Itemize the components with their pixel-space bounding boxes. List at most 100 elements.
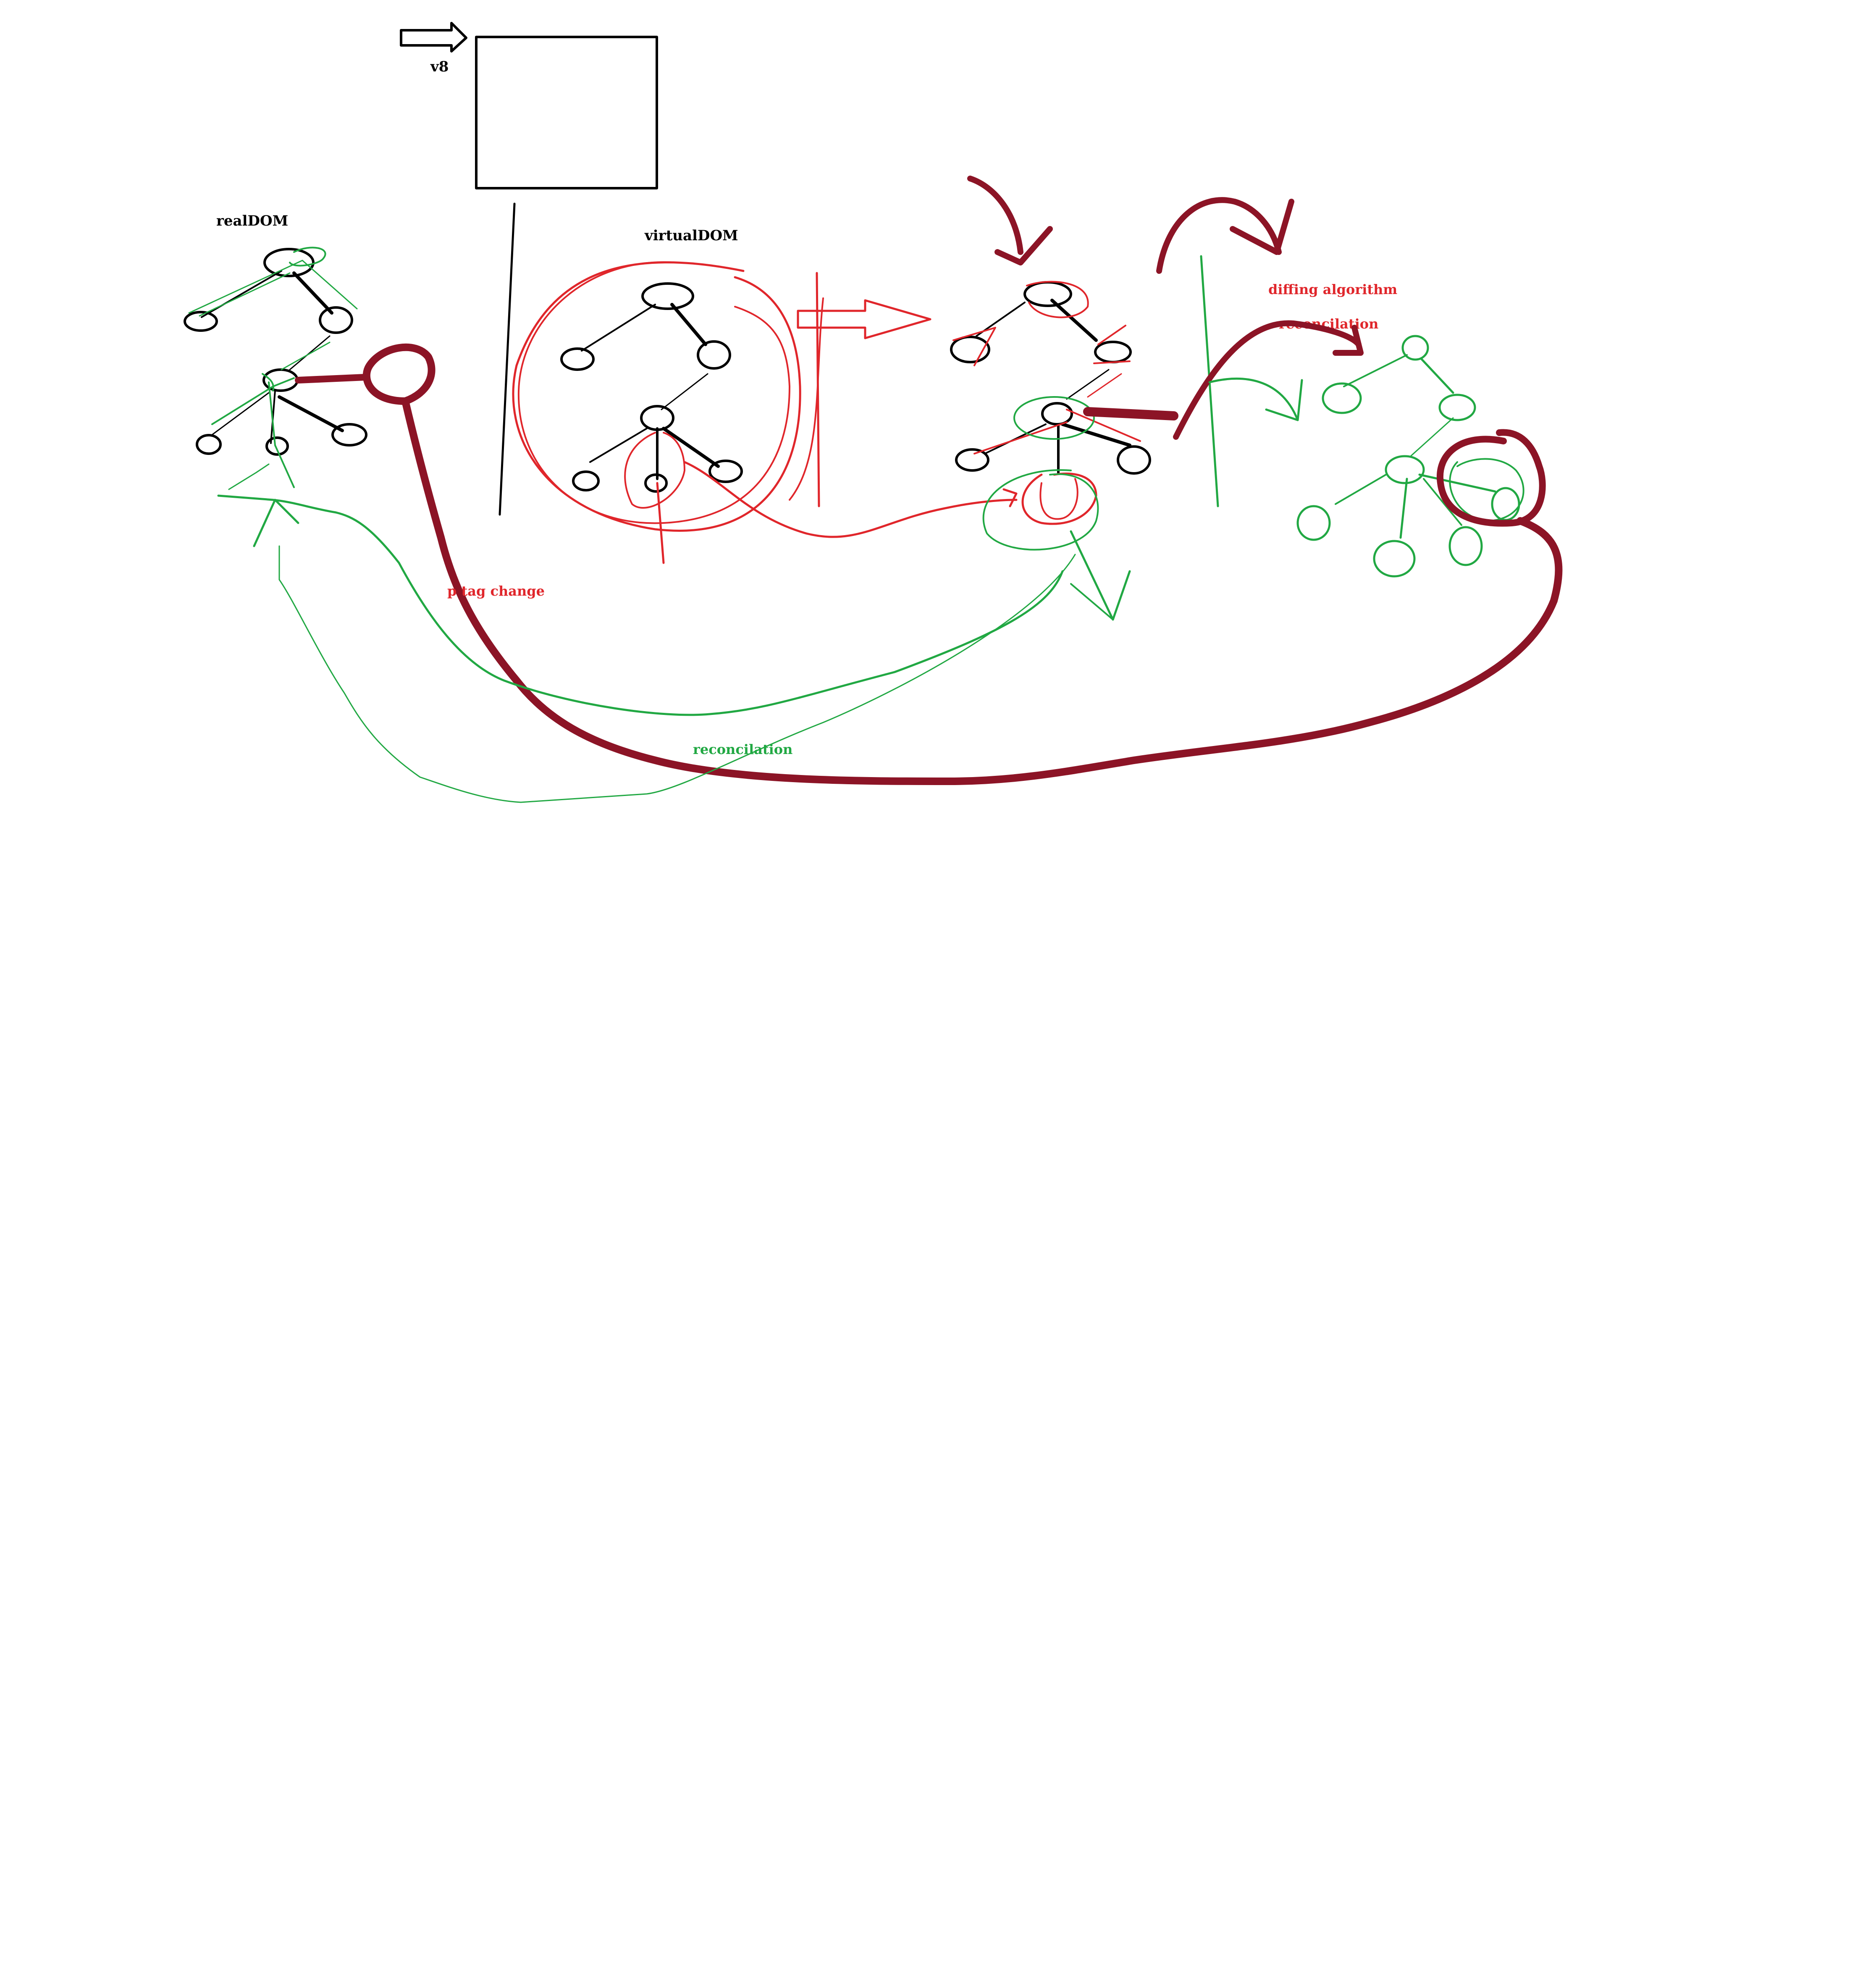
real-dom-node: [331, 423, 367, 447]
edge: [1423, 478, 1462, 526]
edge: [662, 427, 720, 468]
edge: [292, 271, 333, 315]
edge: [661, 373, 708, 410]
green-return-arrowhead: [253, 499, 299, 547]
red-stroke: [1097, 325, 1126, 345]
green-stroke: [281, 342, 331, 370]
maroon-arrowhead: [1333, 325, 1364, 356]
red-stroke: [973, 421, 1068, 454]
diff-root-node: [1023, 281, 1072, 307]
reconciled-node: [1448, 526, 1483, 566]
virtual-dom-root-node: [641, 282, 694, 310]
red-separator: [816, 272, 820, 507]
red-link-arrowhead: [1002, 488, 1018, 507]
return-paths: p tag change reconcilation: [217, 343, 1563, 803]
real-dom-root-node: [263, 248, 315, 277]
v8-label: v8: [430, 58, 449, 75]
real-dom-label: realDOM: [216, 213, 288, 229]
diff-node: [1094, 341, 1132, 363]
maroon-return-path: [401, 397, 1563, 785]
red-stroke: [1093, 360, 1131, 364]
real-dom-node: [184, 311, 218, 332]
green-stroke: [199, 272, 291, 317]
diff-node: [1117, 445, 1151, 475]
maroon-arrow-to-right-tree: [1173, 320, 1362, 440]
red-right-arrow: [797, 299, 931, 339]
edge: [1061, 423, 1131, 447]
edge: [1420, 358, 1454, 394]
edge: [1399, 478, 1408, 539]
red-highlight: [952, 327, 996, 366]
reconciled-node: [1296, 505, 1331, 541]
maroon-changed-node-circle: [1436, 429, 1546, 527]
edge: [201, 270, 282, 318]
diffing-algorithm-label: diffing algorithm: [1268, 281, 1397, 297]
red-node-highlight: [624, 432, 685, 509]
green-highlight: [289, 247, 326, 267]
red-circle-scribble: [512, 261, 801, 532]
green-return-path-thin: [278, 545, 1076, 803]
p-tag-change-label: p tag change: [447, 583, 545, 599]
green-changed-node: [1449, 458, 1524, 522]
edge: [670, 303, 707, 346]
green-node-highlight: [1013, 396, 1095, 440]
reconciliation-label-bottom: reconcilation: [693, 741, 792, 757]
reconciled-root-node: [1401, 335, 1429, 361]
edge: [1418, 473, 1496, 493]
virtual-dom-node: [697, 340, 731, 370]
green-stroke: [211, 377, 295, 425]
real-dom-node: [319, 306, 353, 334]
red-pointer-line: [656, 482, 665, 564]
maroon-arrowhead: [1230, 199, 1294, 255]
red-circle-scribble: [517, 261, 790, 524]
real-dom-node: [265, 436, 289, 456]
edge: [1066, 369, 1110, 400]
edge: [581, 304, 656, 352]
reconciled-tree: diffing algorithm reconcilation: [1156, 197, 1546, 578]
real-dom-tree: realDOM: [184, 213, 367, 490]
edge: [1410, 417, 1454, 457]
virtual-dom-node: [708, 460, 743, 483]
green-arrowhead: [1265, 379, 1303, 421]
edge: [278, 395, 344, 432]
reconciled-node: [1322, 382, 1362, 414]
edge: [289, 335, 331, 370]
diff-node: [955, 448, 989, 472]
edge: [1335, 474, 1387, 505]
green-return-path: [217, 494, 1064, 716]
edge: [589, 428, 648, 463]
green-stroke: [262, 373, 274, 391]
green-stroke: [268, 381, 295, 488]
diff-tree: [950, 176, 1178, 621]
reconciled-changed-node: [1491, 487, 1520, 521]
edge: [211, 392, 270, 436]
maroon-realdom-link: [295, 374, 369, 384]
red-changed-node: [1039, 478, 1078, 520]
edge: [1343, 354, 1408, 387]
divider-line: [499, 202, 516, 516]
virtual-dom-node: [640, 405, 674, 431]
red-highlight: [1026, 281, 1089, 318]
red-stroke: [1087, 373, 1122, 398]
maroon-curved-arrow: [1156, 197, 1282, 274]
reconciled-node: [1438, 394, 1476, 421]
red-circle-scribble: [789, 297, 824, 501]
diff-node: [1041, 402, 1073, 426]
red-link-to-diff: [683, 461, 1018, 538]
edge: [1050, 299, 1098, 342]
virtual-dom-node: [644, 473, 668, 493]
green-stroke: [228, 463, 270, 490]
green-arrow: [1208, 378, 1299, 421]
virtual-dom-node: [572, 470, 600, 491]
maroon-arrowhead: [994, 226, 1053, 265]
green-down-arrow-head: [1070, 583, 1114, 620]
maroon-link-bar: [1083, 407, 1178, 420]
maroon-curved-arrow: [967, 176, 1023, 255]
green-changed-node-circle: [982, 469, 1099, 551]
green-stroke: [188, 260, 358, 314]
v8-block: v8: [400, 22, 658, 516]
v8-box: [475, 36, 658, 189]
reconciled-node: [1385, 455, 1425, 484]
virtual-dom-tree: virtualDOM: [512, 227, 1018, 564]
